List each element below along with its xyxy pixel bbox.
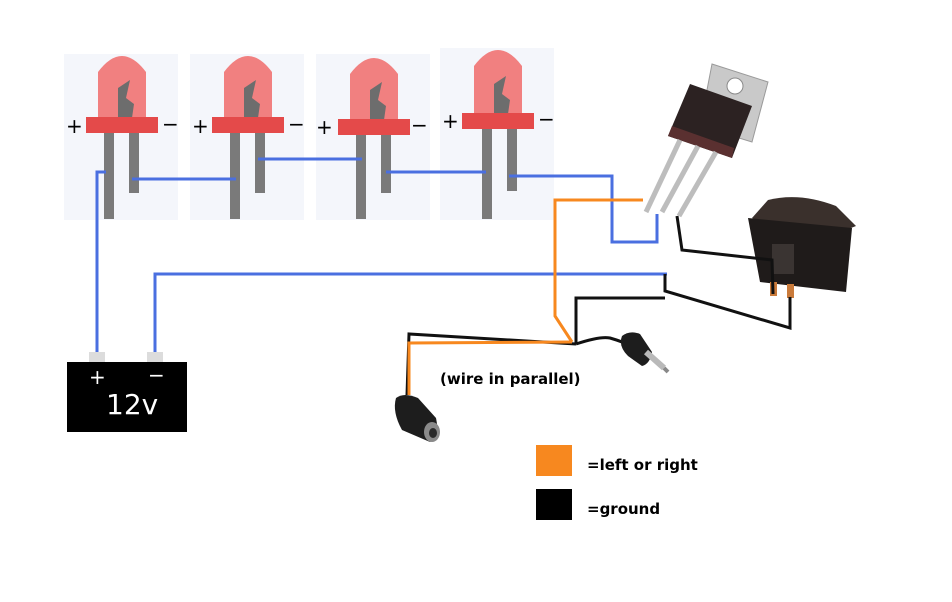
battery-plus-label: + [89,365,106,389]
led-4 [462,50,534,219]
audio-plug-male [620,332,670,374]
legend-label-ground: =ground [587,500,660,518]
legend-swatch-black [536,489,572,520]
battery-minus-label: − [148,363,165,387]
led-2-plus-label: + [192,114,209,138]
led-4-minus-label: − [538,107,555,131]
orange-wires [407,198,643,395]
audio-jack-female [394,395,440,442]
transistor [643,63,769,218]
blue-wires [95,157,667,358]
led-2 [212,56,284,219]
led-2-minus-label: − [288,112,305,136]
legend-swatch-orange [536,445,572,476]
black-wires [405,215,792,396]
led-1-plus-label: + [66,114,83,138]
led-1 [86,56,158,219]
led-3-plus-label: + [316,115,333,139]
legend: =left or right =ground [536,445,698,520]
led-1-minus-label: − [162,112,179,136]
rocker-switch [748,197,856,298]
led-3 [338,58,410,219]
legend-label-left-right: =left or right [587,456,698,474]
battery-voltage-label: 12v [106,388,158,421]
led-4-plus-label: + [442,109,459,133]
parallel-wire-note: (wire in parallel) [440,370,581,388]
battery-12v: + − 12v [67,352,187,432]
led-3-minus-label: − [411,113,428,137]
